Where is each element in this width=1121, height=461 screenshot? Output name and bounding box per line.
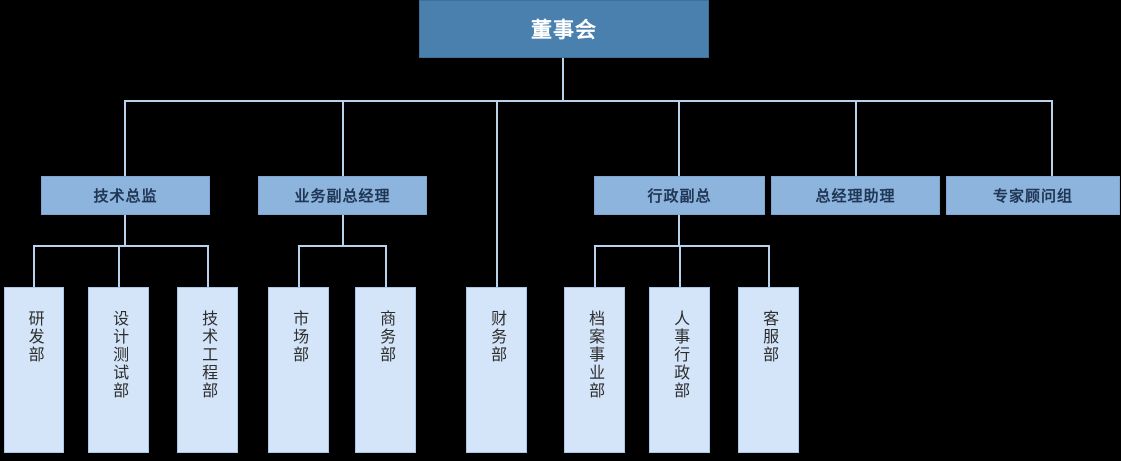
node-label: 行政副总	[647, 188, 712, 205]
connector-to-design-test-dept	[118, 245, 120, 287]
node-label: 总经理助理	[815, 188, 896, 205]
node-admin-vp[interactable]: 行政副总	[594, 176, 765, 215]
node-label: 市场部	[290, 310, 308, 364]
node-gm-assistant[interactable]: 总经理助理	[771, 176, 940, 215]
connector-root-stem	[562, 58, 564, 102]
connector-to-hr-admin-dept	[679, 245, 681, 287]
connector-to-admin-vp	[678, 100, 680, 176]
node-business-vp[interactable]: 业务副总经理	[258, 176, 427, 215]
connector-to-tech-engineering-dept	[207, 245, 209, 287]
node-tech-engineering-dept[interactable]: 技术工程部	[177, 287, 238, 453]
node-label: 研发部	[25, 310, 43, 364]
node-finance-dept[interactable]: 财务部	[466, 287, 527, 453]
node-label: 业务副总经理	[294, 188, 391, 205]
node-label: 技术总监	[93, 188, 158, 205]
connector-tech-director-bus	[33, 245, 208, 247]
node-expert-advisory-group[interactable]: 专家顾问组	[946, 176, 1120, 215]
node-rd-dept[interactable]: 研发部	[4, 287, 64, 453]
connector-tech-director-stem	[124, 215, 126, 245]
connector-to-rd-dept	[33, 245, 35, 287]
connector-admin-vp-bus	[594, 245, 769, 247]
connector-to-tech-director	[124, 100, 126, 176]
node-design-test-dept[interactable]: 设计测试部	[88, 287, 149, 453]
connector-to-finance-dept	[496, 100, 498, 287]
node-label: 客服部	[760, 310, 778, 364]
node-hr-admin-dept[interactable]: 人事行政部	[649, 287, 710, 453]
node-marketing-dept[interactable]: 市场部	[268, 287, 329, 453]
connector-to-customer-service-dept	[768, 245, 770, 287]
connector-business-vp-bus	[298, 245, 386, 247]
node-board-of-directors[interactable]: 董事会	[419, 0, 709, 58]
connector-to-expert-group	[1051, 100, 1053, 176]
node-customer-service-dept[interactable]: 客服部	[738, 287, 799, 453]
connector-level2-bus	[124, 100, 1052, 102]
node-label: 设计测试部	[110, 310, 128, 400]
node-label: 档案事业部	[586, 310, 604, 400]
connector-to-commerce-dept	[385, 245, 387, 287]
node-label: 人事行政部	[671, 310, 689, 400]
node-commerce-dept[interactable]: 商务部	[355, 287, 416, 453]
node-archives-dept[interactable]: 档案事业部	[564, 287, 625, 453]
node-label: 技术工程部	[199, 310, 217, 400]
connector-to-archives-dept	[594, 245, 596, 287]
node-tech-director[interactable]: 技术总监	[41, 176, 210, 215]
connector-to-marketing-dept	[298, 245, 300, 287]
connector-business-vp-stem	[342, 215, 344, 245]
node-label: 董事会	[531, 19, 597, 42]
connector-admin-vp-stem	[678, 215, 680, 245]
node-label: 专家顾问组	[992, 188, 1073, 205]
node-label: 商务部	[377, 310, 395, 364]
connector-to-gm-assistant	[855, 100, 857, 176]
connector-to-business-vp	[342, 100, 344, 176]
node-label: 财务部	[488, 310, 506, 364]
